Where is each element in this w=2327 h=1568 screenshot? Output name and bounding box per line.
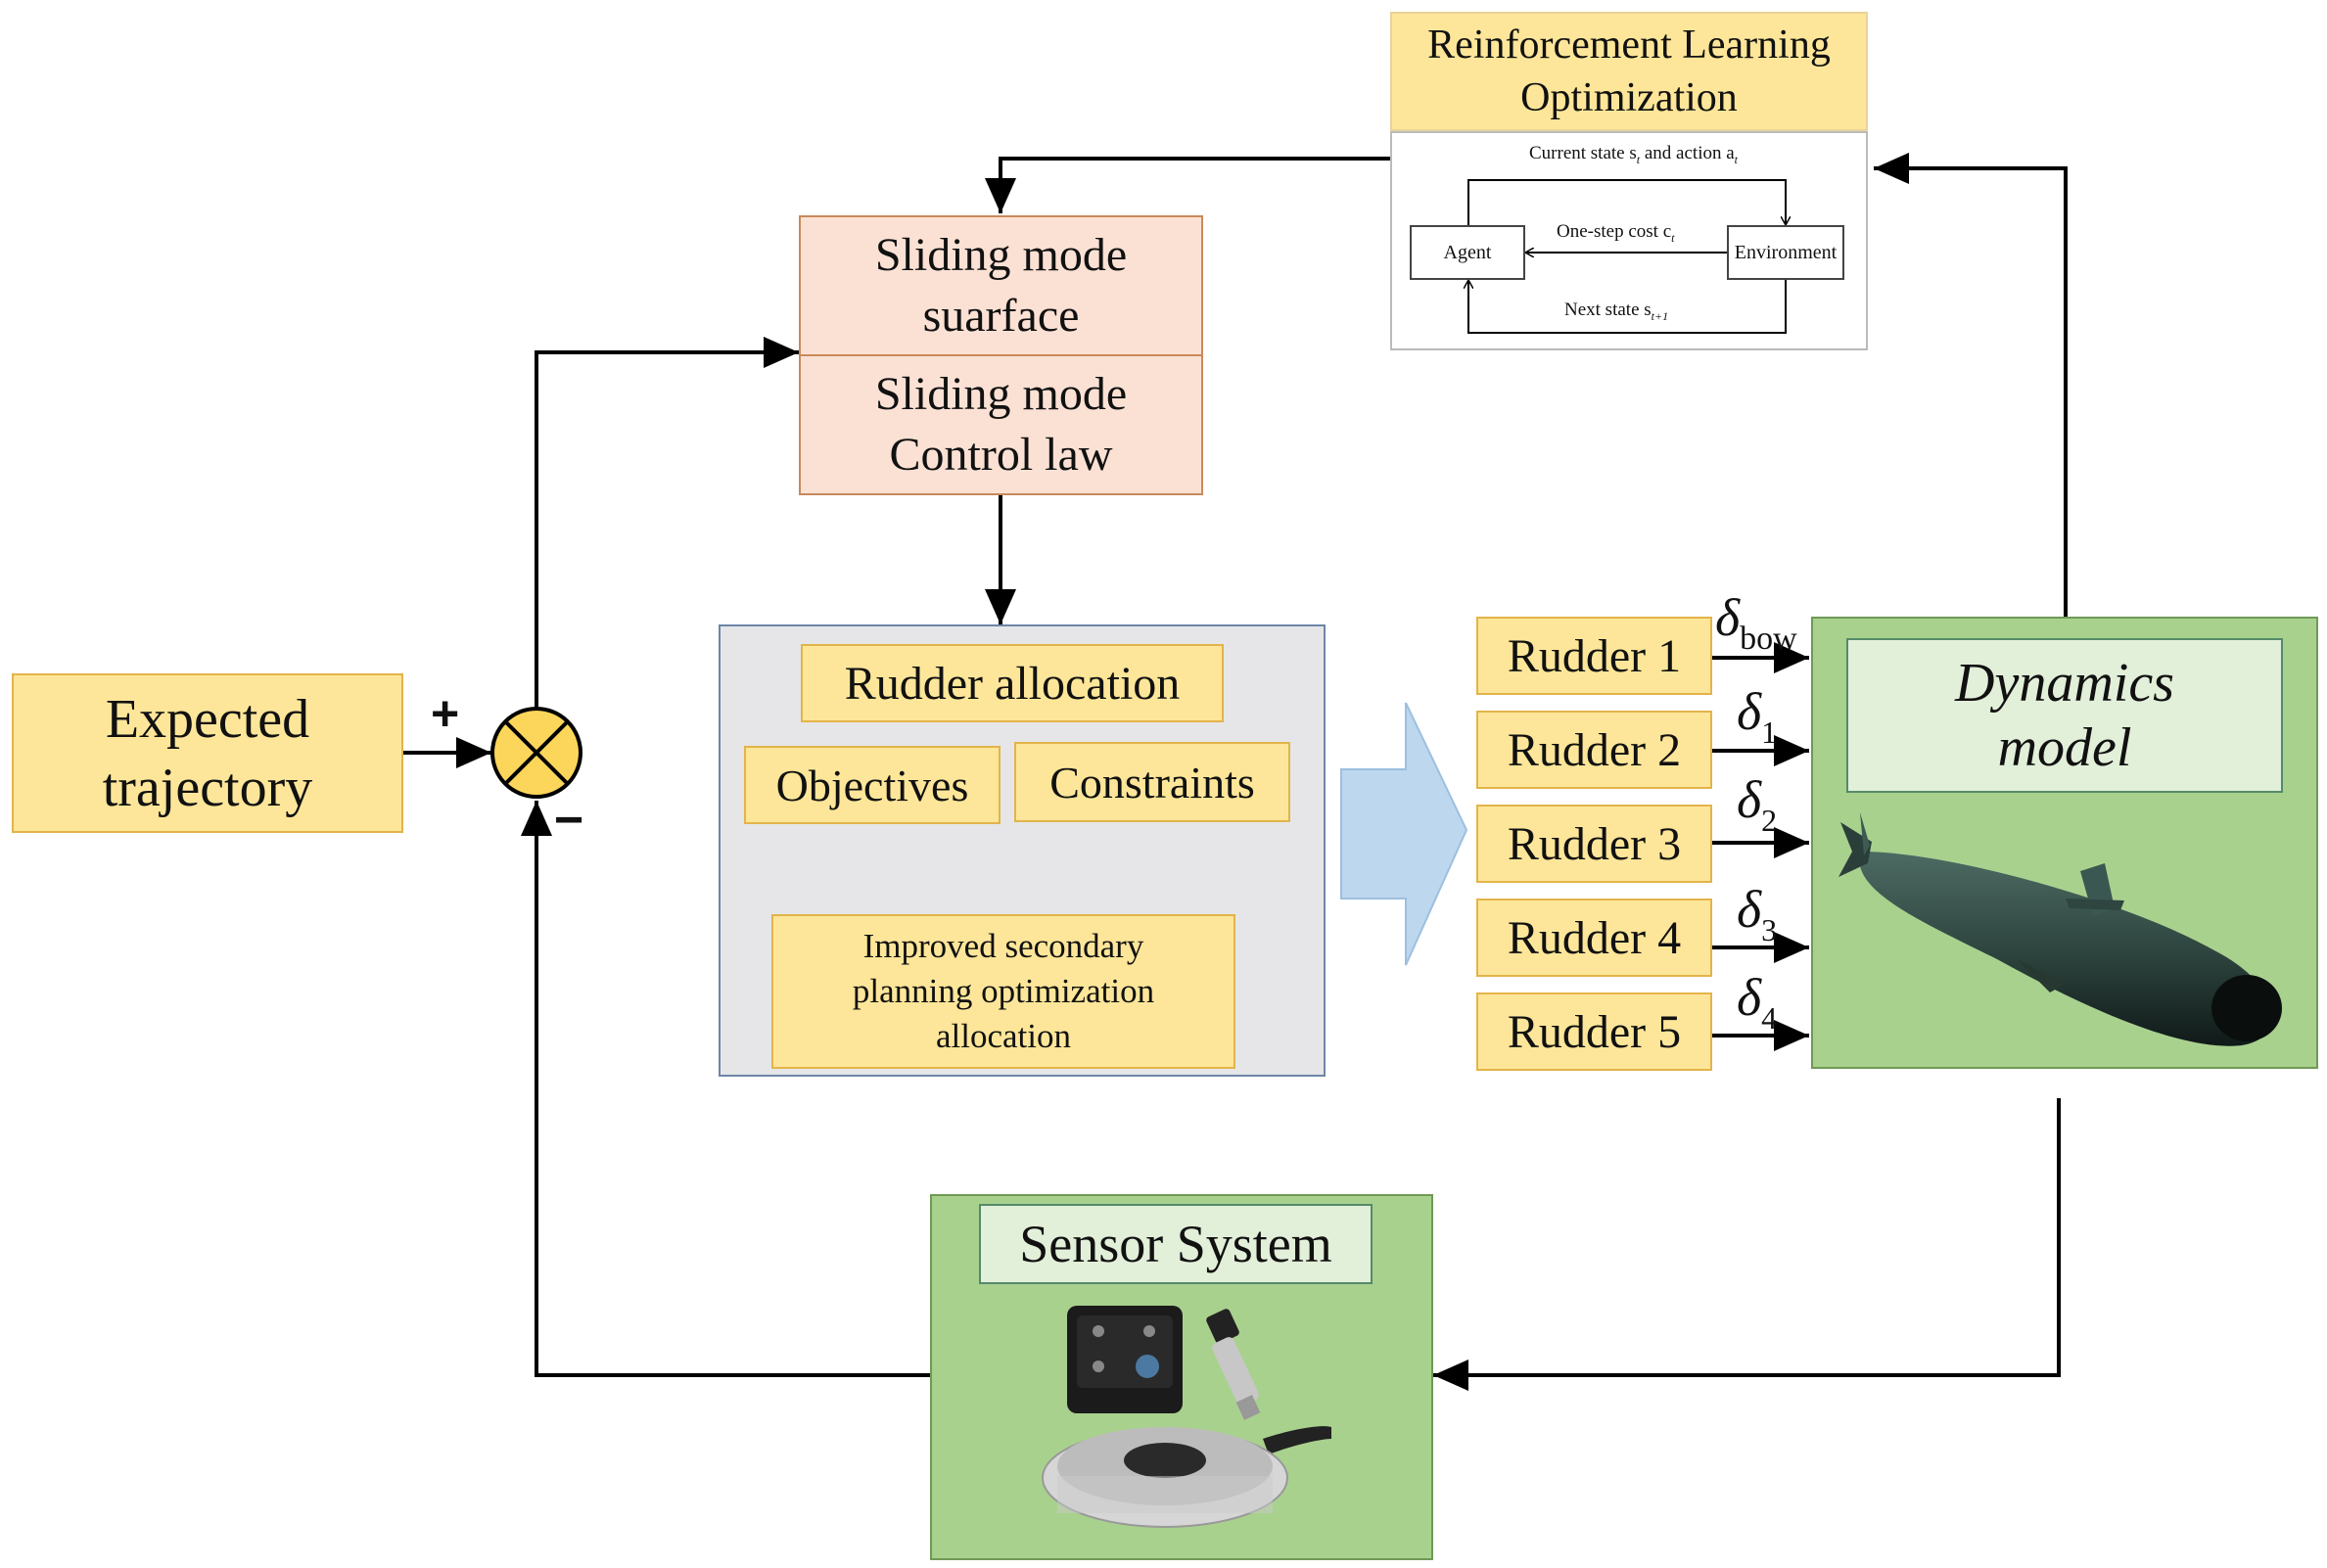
delta-subscript: 3	[1761, 912, 1778, 947]
rl-title-line2: Optimization	[1520, 75, 1738, 120]
sliding-mode-surface-block: Sliding mode suarface	[799, 215, 1203, 356]
expected-trajectory-line2: trajectory	[102, 757, 313, 818]
rl-next-state-text: Next state s	[1564, 300, 1652, 320]
delta-3-label: δ3	[1737, 879, 1777, 947]
delta-symbol: δ	[1737, 682, 1762, 741]
arrow-dynamics-to-sensor	[1433, 1098, 2061, 1391]
sliding-mode-control-line2: Control law	[889, 429, 1113, 481]
optimizer-line1: Improved secondary	[862, 927, 1144, 965]
pressure-sensor-icon	[1206, 1309, 1261, 1420]
sliding-mode-control-line1: Sliding mode	[874, 368, 1128, 420]
submarine-illustration	[1838, 812, 2282, 1046]
rl-environment-box: Environment	[1727, 225, 1844, 280]
delta-symbol: δ	[1737, 880, 1762, 939]
rl-title-line1: Reinforcement Learning	[1427, 23, 1831, 68]
rl-loop-lines	[1390, 179, 1868, 334]
rl-one-step-cost-label: One-step cost ct	[1557, 221, 1674, 246]
rudder-1-block: Rudder 1	[1476, 617, 1712, 695]
rudder-4-block: Rudder 4	[1476, 899, 1712, 977]
sensor-devices-illustration	[1042, 1306, 1331, 1528]
junction-plus-sign: +	[431, 686, 460, 741]
rudder-5-block: Rudder 5	[1476, 992, 1712, 1071]
delta-subscript: 1	[1761, 715, 1778, 750]
rl-current-state-text: Current state s	[1529, 143, 1637, 163]
sliding-mode-surface-line1: Sliding mode	[874, 229, 1128, 281]
delta-2-label: δ2	[1737, 769, 1777, 838]
rudder-3-block: Rudder 3	[1476, 805, 1712, 883]
summing-junction	[490, 707, 582, 799]
delta-4-label: δ4	[1737, 967, 1777, 1036]
rl-agent-box: Agent	[1410, 225, 1525, 280]
arrow-junction-to-sliding	[535, 337, 799, 709]
rl-and-action-sub: t	[1734, 152, 1738, 166]
delta-symbol: δ	[1715, 588, 1741, 647]
dynamics-model-title: Dynamics model	[1846, 638, 2283, 793]
junction-minus-sign: −	[554, 792, 584, 849]
optimization-allocation-block: Improved secondary planning optimization…	[771, 914, 1235, 1069]
delta-symbol: δ	[1737, 968, 1762, 1027]
objectives-block: Objectives	[744, 746, 1001, 824]
delta-symbol: δ	[1737, 770, 1762, 829]
dynamics-line2: model	[1997, 717, 2132, 778]
rudder-allocation-title: Rudder allocation	[801, 644, 1224, 722]
sensor-system-title: Sensor System	[979, 1204, 1373, 1284]
constraints-block: Constraints	[1014, 742, 1290, 822]
rl-and-action-text: and action a	[1640, 143, 1735, 163]
arrow-dynamics-to-rl	[1874, 153, 2068, 617]
sliding-mode-control-law-block: Sliding mode Control law	[799, 354, 1203, 495]
rl-title-block: Reinforcement Learning Optimization	[1390, 12, 1868, 131]
dynamics-line1: Dynamics	[1955, 653, 2174, 714]
delta-subscript: bow	[1740, 621, 1797, 657]
optimizer-line2: planning optimization	[852, 972, 1155, 1010]
optimizer-line3: allocation	[935, 1017, 1071, 1055]
imu-icon	[1067, 1306, 1183, 1413]
delta-bow-label: δbow	[1715, 587, 1797, 657]
expected-trajectory-block: Expected trajectory	[12, 673, 403, 833]
delta-subscript: 2	[1761, 803, 1778, 838]
rl-one-step-cost-sub: t	[1671, 230, 1675, 245]
rudder-2-block: Rudder 2	[1476, 711, 1712, 789]
expected-trajectory-line1: Expected	[105, 688, 310, 750]
delta-1-label: δ1	[1737, 681, 1777, 750]
rl-next-state-label: Next state st+1	[1564, 300, 1668, 324]
sliding-mode-surface-line2: suarface	[922, 290, 1080, 342]
arrow-rl-to-sliding	[985, 157, 1390, 213]
big-blue-arrow	[1340, 702, 1468, 966]
arrow-sensor-to-junction	[521, 801, 930, 1377]
rl-current-state-label: Current state st and action at	[1529, 143, 1738, 167]
dvl-icon	[1042, 1426, 1331, 1528]
rl-current-state-sub: t	[1636, 152, 1641, 166]
rl-next-state-sub: t+1	[1651, 308, 1669, 323]
rl-one-step-cost-text: One-step cost c	[1557, 221, 1672, 242]
delta-subscript: 4	[1761, 1000, 1778, 1036]
